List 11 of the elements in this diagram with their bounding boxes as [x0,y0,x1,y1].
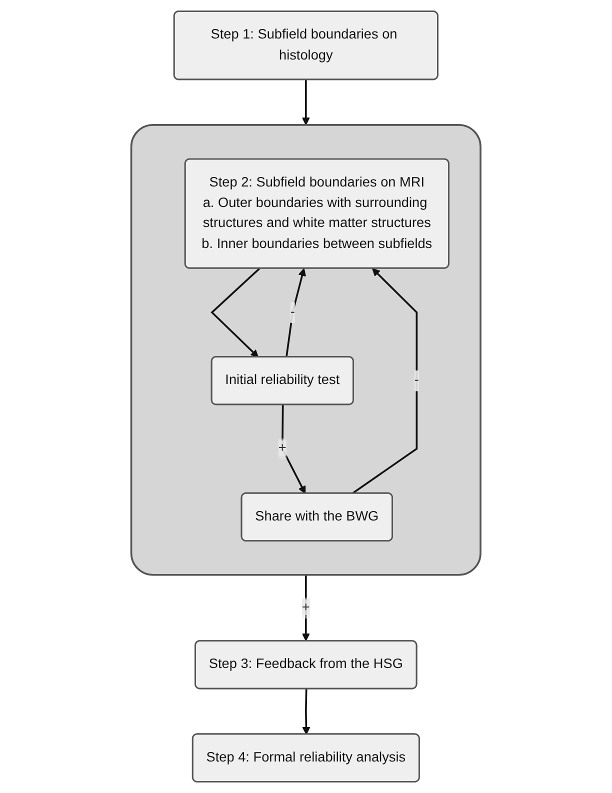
arrow [352,268,418,494]
edge-label: - [414,372,420,388]
arrow [286,268,306,358]
edge-label: + [278,440,286,456]
edge-label: - [290,304,295,320]
arrow [282,404,306,494]
edge-label: + [302,599,310,615]
arrow [210,268,260,358]
cluster [130,124,482,576]
arrow [302,79,310,126]
arrow [302,688,310,735]
